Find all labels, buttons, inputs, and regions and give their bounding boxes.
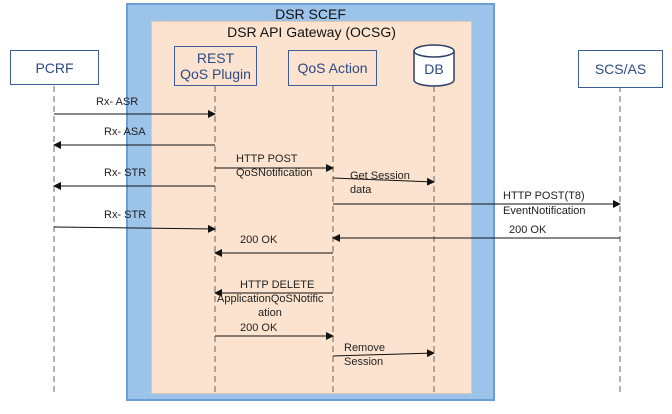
actor-qos-plugin-label: QoS Plugin	[180, 66, 251, 82]
msg-label-get-session: Get Session	[350, 170, 410, 182]
msg-label-rx-asr: Rx- ASR	[96, 96, 138, 108]
msg-label-qos-notification: QoSNotification	[236, 167, 312, 179]
msg-label-200-ok-rest: 200 OK	[240, 234, 278, 246]
msg-label-remove: Remove	[344, 342, 385, 354]
api-gateway-title: DSR API Gateway (OCSG)	[227, 24, 396, 40]
actor-pcrf-label: PCRF	[35, 59, 74, 76]
msg-label-200-ok-delete: 200 OK	[240, 322, 278, 334]
msg-label-ation: ation	[258, 307, 282, 319]
msg-label-rx-str-out: Rx- STR	[104, 167, 146, 179]
arrow-get-session	[332, 177, 435, 186]
msg-label-event-notification: EventNotification	[503, 205, 586, 217]
msg-label-rx-asa: Rx- ASA	[104, 126, 146, 138]
msg-label-data: data	[350, 184, 372, 196]
db-label: DB	[424, 61, 443, 77]
msg-label-application-qos: ApplicationQoSNotific	[217, 293, 324, 305]
actor-scs-as: SCS/AS	[578, 50, 663, 88]
arrow-remove-session	[332, 349, 435, 358]
actor-rest-qos-plugin: REST QoS Plugin	[174, 46, 257, 86]
actor-qos-action: QoS Action	[288, 50, 377, 86]
dsr-scef-title: DSR SCEF	[275, 6, 346, 22]
actor-rest-label: REST	[196, 50, 235, 66]
actor-scs-as-label: SCS/AS	[594, 61, 647, 77]
msg-label-rx-str-in: Rx- STR	[104, 209, 146, 221]
msg-label-session: Session	[344, 356, 383, 368]
actor-pcrf: PCRF	[10, 50, 99, 85]
actor-qos-action-label: QoS Action	[297, 60, 368, 76]
msg-label-http-post: HTTP POST	[236, 153, 298, 165]
msg-label-http-delete: HTTP DELETE	[240, 279, 314, 291]
msg-label-200-ok-scs: 200 OK	[509, 224, 547, 236]
arrow-rx-str-in	[53, 224, 216, 233]
msg-label-http-post-t8: HTTP POST(T8)	[503, 190, 585, 202]
db-cylinder-icon	[413, 44, 455, 87]
